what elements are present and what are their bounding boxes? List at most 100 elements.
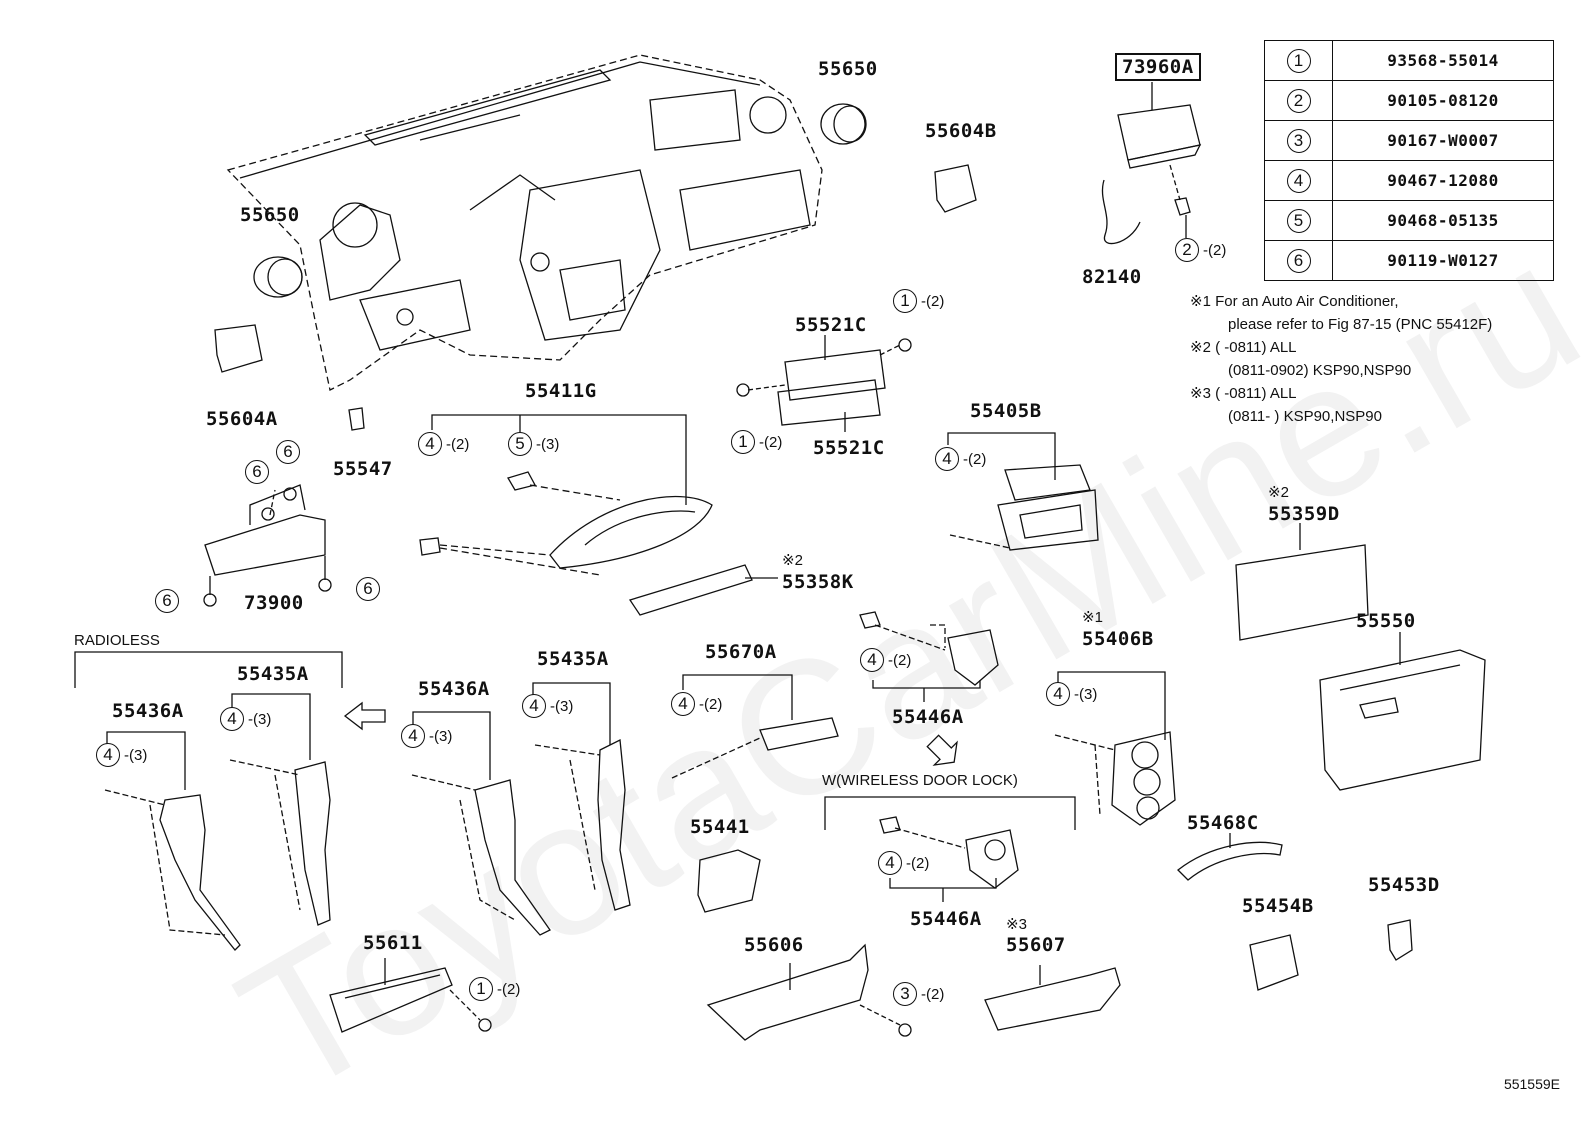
center-vent-55670A-drawing — [671, 674, 839, 779]
callout-fastener-4-55670A[interactable]: 4-(2) — [671, 692, 722, 716]
part-label-73960A-highlighted[interactable]: 73960A — [1115, 53, 1201, 81]
figure-id: 551559E — [1503, 1076, 1560, 1092]
callout-number: 4 — [96, 743, 120, 767]
exploded-parts-drawing — [74, 54, 1486, 1041]
part-label-55611[interactable]: 55611 — [363, 932, 423, 954]
callout-number: 6 — [155, 589, 179, 613]
callout-number: 4 — [878, 851, 902, 875]
callout-number: 5 — [508, 432, 532, 456]
part-label-55468C[interactable]: 55468C — [1187, 812, 1259, 834]
callout-number: 6 — [245, 460, 269, 484]
part-label-55454B[interactable]: 55454B — [1242, 895, 1314, 917]
callout-fastener-4-55405B[interactable]: 4-(2) — [935, 447, 986, 471]
part-label-55359D[interactable]: 55359D — [1268, 503, 1340, 525]
callout-number: 4 — [401, 724, 425, 748]
callout-quantity: -(3) — [124, 746, 148, 764]
callout-fastener-1-55611[interactable]: 1-(2) — [469, 977, 520, 1001]
callout-fastener-4-55436A-mid[interactable]: 4-(3) — [401, 724, 452, 748]
part-label-55650-top[interactable]: 55650 — [818, 58, 878, 80]
ref-number: 6 — [1286, 248, 1311, 273]
part-label-55358K[interactable]: 55358K — [782, 571, 854, 593]
callout-number: 4 — [860, 648, 884, 672]
callout-fastener-6-c[interactable]: 6 — [155, 589, 179, 613]
callout-number: 4 — [671, 692, 695, 716]
note-mark-55607: ※3 — [1006, 916, 1027, 933]
strip-55468C-drawing — [1177, 841, 1283, 881]
part-label-55435A-left[interactable]: 55435A — [237, 663, 309, 685]
callout-number: 3 — [893, 982, 917, 1006]
callout-quantity: -(2) — [1203, 241, 1227, 259]
callout-number: 4 — [418, 432, 442, 456]
part-label-55521C-top[interactable]: 55521C — [795, 314, 867, 336]
callout-number: 4 — [935, 447, 959, 471]
callout-quantity: -(2) — [921, 985, 945, 1003]
part-number-cell: 90119-W0127 — [1332, 240, 1554, 281]
part-label-55411G[interactable]: 55411G — [525, 380, 597, 402]
callout-quantity: -(2) — [921, 292, 945, 310]
part-label-55406B[interactable]: 55406B — [1082, 628, 1154, 650]
part-label-55604B[interactable]: 55604B — [925, 120, 997, 142]
glove-box-55550-drawing — [1319, 632, 1486, 791]
callout-fastener-5-55411G[interactable]: 5-(3) — [508, 432, 559, 456]
callout-fastener-1-55521C-top[interactable]: 1-(2) — [893, 289, 944, 313]
part-label-55604A[interactable]: 55604A — [206, 408, 278, 430]
callout-fastener-1-55521C-bottom[interactable]: 1-(2) — [731, 430, 782, 454]
switch-cover-55446A-upper-drawing — [859, 611, 999, 766]
part-label-55650-left[interactable]: 55650 — [240, 204, 300, 226]
panel-55611-drawing — [329, 958, 492, 1033]
part-label-55606[interactable]: 55606 — [744, 934, 804, 956]
callout-quantity: -(2) — [699, 695, 723, 713]
callout-fastener-4-55446A-top[interactable]: 4-(2) — [860, 648, 911, 672]
side-vent-drawings — [253, 103, 867, 298]
callout-fastener-2-73960A[interactable]: 2-(2) — [1175, 238, 1226, 262]
cluster-finish-55411G-drawing — [419, 414, 713, 576]
note-mark-55359D: ※2 — [1268, 484, 1289, 501]
part-label-55436A-mid[interactable]: 55436A — [418, 678, 490, 700]
callout-fastener-3-55606[interactable]: 3-(2) — [893, 982, 944, 1006]
callout-fastener-4-55411G[interactable]: 4-(2) — [418, 432, 469, 456]
part-label-55670A[interactable]: 55670A — [705, 641, 777, 663]
part-label-55521C-bottom[interactable]: 55521C — [813, 437, 885, 459]
part-label-55453D[interactable]: 55453D — [1368, 874, 1440, 896]
part-label-55436A-left[interactable]: 55436A — [112, 700, 184, 722]
lower-panel-73900-drawing — [203, 484, 332, 607]
cover-55604B-drawing — [934, 164, 977, 213]
callout-fastener-4-55446A-bottom[interactable]: 4-(2) — [878, 851, 929, 875]
part-label-55435A-mid[interactable]: 55435A — [537, 648, 609, 670]
part-label-55446A-top[interactable]: 55446A — [892, 706, 964, 728]
cover-55604A-drawing — [214, 324, 263, 373]
callout-fastener-4-55435A-left[interactable]: 4-(3) — [220, 707, 271, 731]
part-label-55441[interactable]: 55441 — [690, 816, 750, 838]
note-mark-55406B: ※1 — [1082, 609, 1103, 626]
callout-quantity: -(3) — [1074, 685, 1098, 703]
callout-quantity: -(2) — [759, 433, 783, 451]
callout-fastener-4-55406B[interactable]: 4-(3) — [1046, 682, 1097, 706]
part-label-55550[interactable]: 55550 — [1356, 610, 1416, 632]
callout-number: 2 — [1175, 238, 1199, 262]
callout-quantity: -(3) — [550, 697, 574, 715]
radioless-caption: RADIOLESS — [74, 632, 160, 649]
callout-number: 6 — [356, 577, 380, 601]
callout-fastener-4-55435A-mid[interactable]: 4-(3) — [522, 694, 573, 718]
table-row[interactable]: 6 90119-W0127 — [1264, 240, 1554, 281]
callout-quantity: -(3) — [429, 727, 453, 745]
callout-fastener-4-55436A-left[interactable]: 4-(3) — [96, 743, 147, 767]
callout-fastener-6-b[interactable]: 6 — [245, 460, 269, 484]
callout-quantity: -(3) — [248, 710, 272, 728]
part-label-82140[interactable]: 82140 — [1082, 266, 1142, 288]
part-label-55446A-bottom[interactable]: 55446A — [910, 908, 982, 930]
callout-fastener-6-d[interactable]: 6 — [356, 577, 380, 601]
callout-fastener-6-a[interactable]: 6 — [276, 440, 300, 464]
instrument-panel-drawing — [226, 54, 823, 391]
callout-quantity: -(2) — [497, 980, 521, 998]
part-label-55547[interactable]: 55547 — [333, 458, 393, 480]
part-label-73900[interactable]: 73900 — [244, 592, 304, 614]
callout-number: 4 — [220, 707, 244, 731]
part-label-55405B[interactable]: 55405B — [970, 400, 1042, 422]
part-label-55607[interactable]: 55607 — [1006, 934, 1066, 956]
